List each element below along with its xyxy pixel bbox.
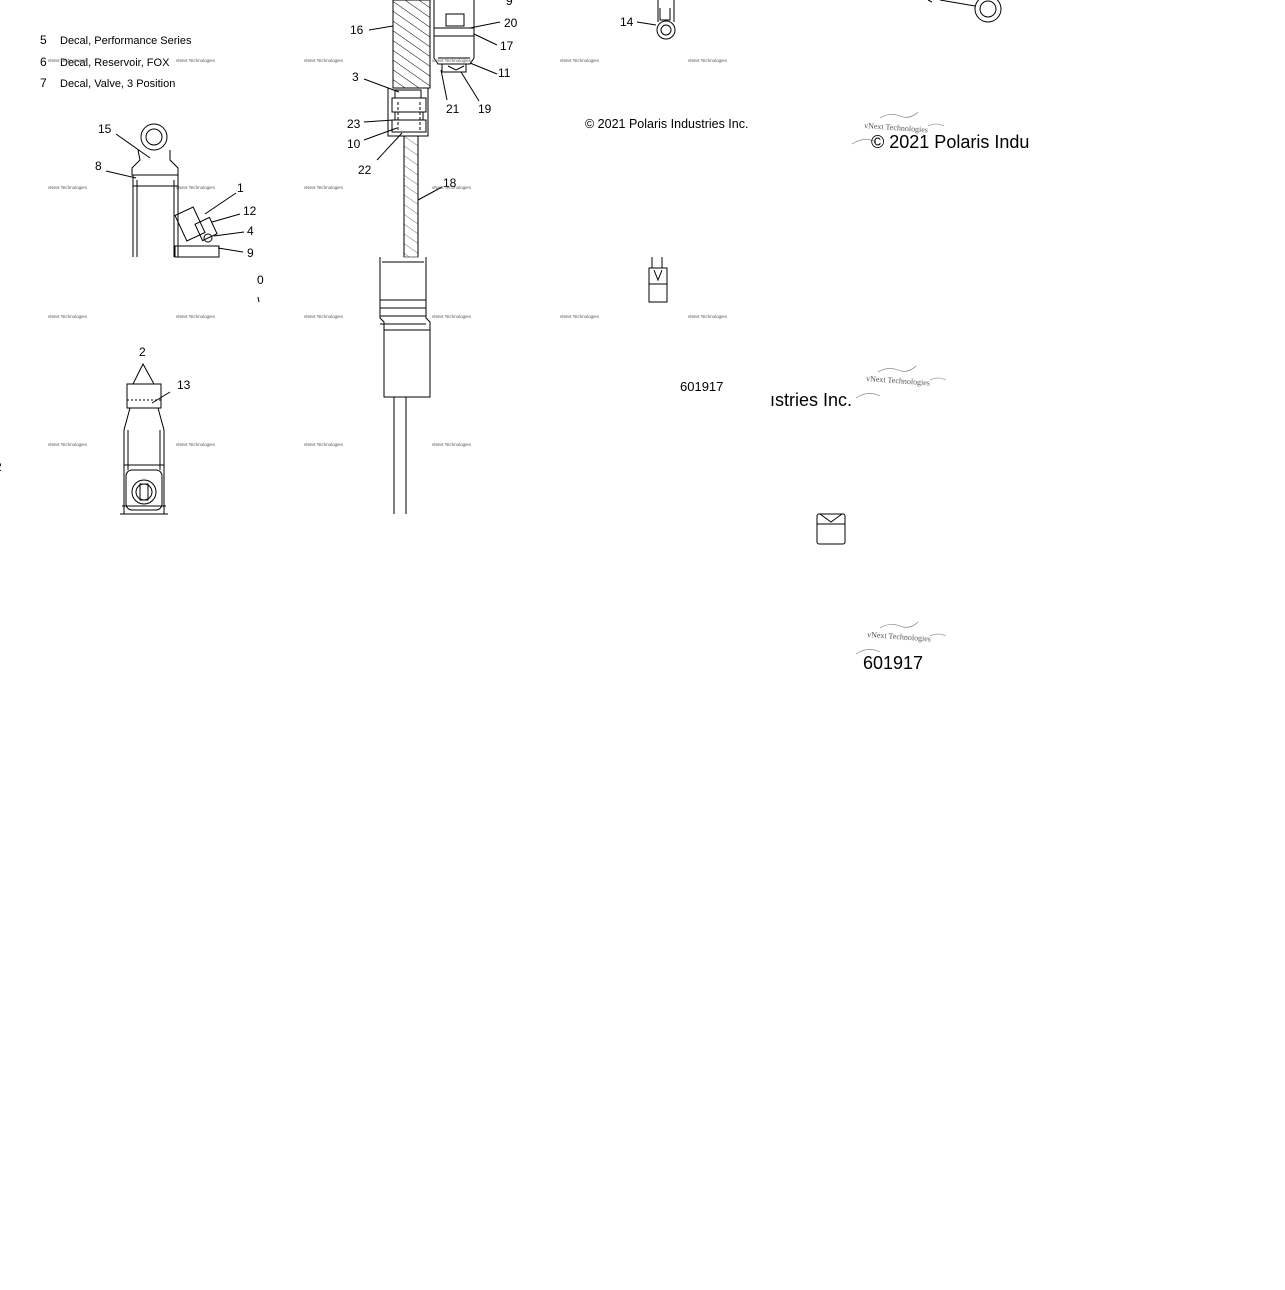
- watermark: vNext Technologies: [304, 314, 344, 319]
- callout-1: 1: [237, 181, 244, 195]
- callout-4: 4: [247, 224, 254, 238]
- callout-0: 0: [257, 273, 264, 287]
- watermark: vNext Technologies: [432, 314, 472, 319]
- watermark: vNext Technologies: [560, 314, 600, 319]
- callout-13: 13: [177, 378, 191, 392]
- legend-text-7: Decal, Valve, 3 Position: [60, 78, 175, 90]
- copyright-large: © 2021 Polaris Indu: [871, 133, 1029, 151]
- callout-9-top: 9: [506, 0, 513, 8]
- callout-19: 19: [478, 102, 492, 116]
- callout-14: 14: [620, 15, 634, 29]
- copyright-fragment: ıstries Inc.: [770, 391, 852, 409]
- callout-16: 16: [350, 23, 364, 37]
- callout-17: 17: [500, 39, 514, 53]
- diagram-number-small: 601917: [680, 380, 723, 393]
- cap-fragment: [817, 514, 845, 544]
- legend-num-5: 5: [40, 33, 47, 47]
- callout-9: 9: [247, 246, 254, 260]
- callout-2: 2: [139, 345, 146, 359]
- watermark: vNext Technologies: [48, 185, 88, 190]
- legend-num-6: 6: [40, 55, 47, 69]
- callout-20: 20: [504, 16, 518, 30]
- callout-2-edge: 2: [0, 460, 2, 474]
- watermark: vNext Technologies: [432, 58, 472, 63]
- watermark: vNext Technologies: [688, 58, 728, 63]
- callout-10: 10: [347, 137, 361, 151]
- callouts-left-upper: 15 8 1 12 4 9 0: [95, 122, 264, 302]
- callouts-left-lower: 2 13 2: [0, 345, 191, 474]
- callout-8: 8: [95, 159, 102, 173]
- watermark-large: vNext Technologies: [866, 374, 930, 387]
- callout-3: 3: [352, 70, 359, 84]
- watermark: vNext Technologies: [48, 314, 88, 319]
- callout-22: 22: [358, 163, 372, 177]
- watermark: vNext Technologies: [176, 185, 216, 190]
- shaft-fragment: [649, 257, 667, 302]
- shock-left-upper: [106, 124, 244, 257]
- legend-num-7: 7: [40, 76, 47, 90]
- watermark: vNext Technologies: [304, 442, 344, 447]
- watermark: vNext Technologies: [176, 58, 216, 63]
- callout-21: 21: [446, 102, 460, 116]
- watermarks-large: vNext Technologies vNext Technologies vN…: [864, 121, 931, 643]
- watermark-large: vNext Technologies: [867, 630, 931, 643]
- watermark: vNext Technologies: [176, 314, 216, 319]
- shock-center: [364, 0, 442, 514]
- callout-23: 23: [347, 117, 361, 131]
- watermark: vNext Technologies: [688, 314, 728, 319]
- eyelet-fragment-14: [637, 0, 675, 39]
- callout-12: 12: [243, 204, 257, 218]
- diagram-number-large: 601917: [863, 654, 923, 672]
- watermark: vNext Technologies: [432, 442, 472, 447]
- watermark: vNext Technologies: [176, 442, 216, 447]
- reservoir: [434, 0, 500, 101]
- copyright-small: © 2021 Polaris Industries Inc.: [585, 118, 748, 131]
- callout-15: 15: [98, 122, 112, 136]
- callout-11: 11: [498, 66, 511, 80]
- watermark: vNext Technologies: [304, 58, 344, 63]
- legend-text-5: Decal, Performance Series: [60, 35, 192, 47]
- watermark: vNext Technologies: [48, 58, 88, 63]
- watermark: vNext Technologies: [48, 442, 88, 447]
- watermark: vNext Technologies: [560, 58, 600, 63]
- eyelet-fragment-right: [928, 0, 1001, 22]
- shock-left-lower: [120, 364, 170, 514]
- watermark: vNext Technologies: [304, 185, 344, 190]
- watermark: vNext Technologies: [432, 185, 472, 190]
